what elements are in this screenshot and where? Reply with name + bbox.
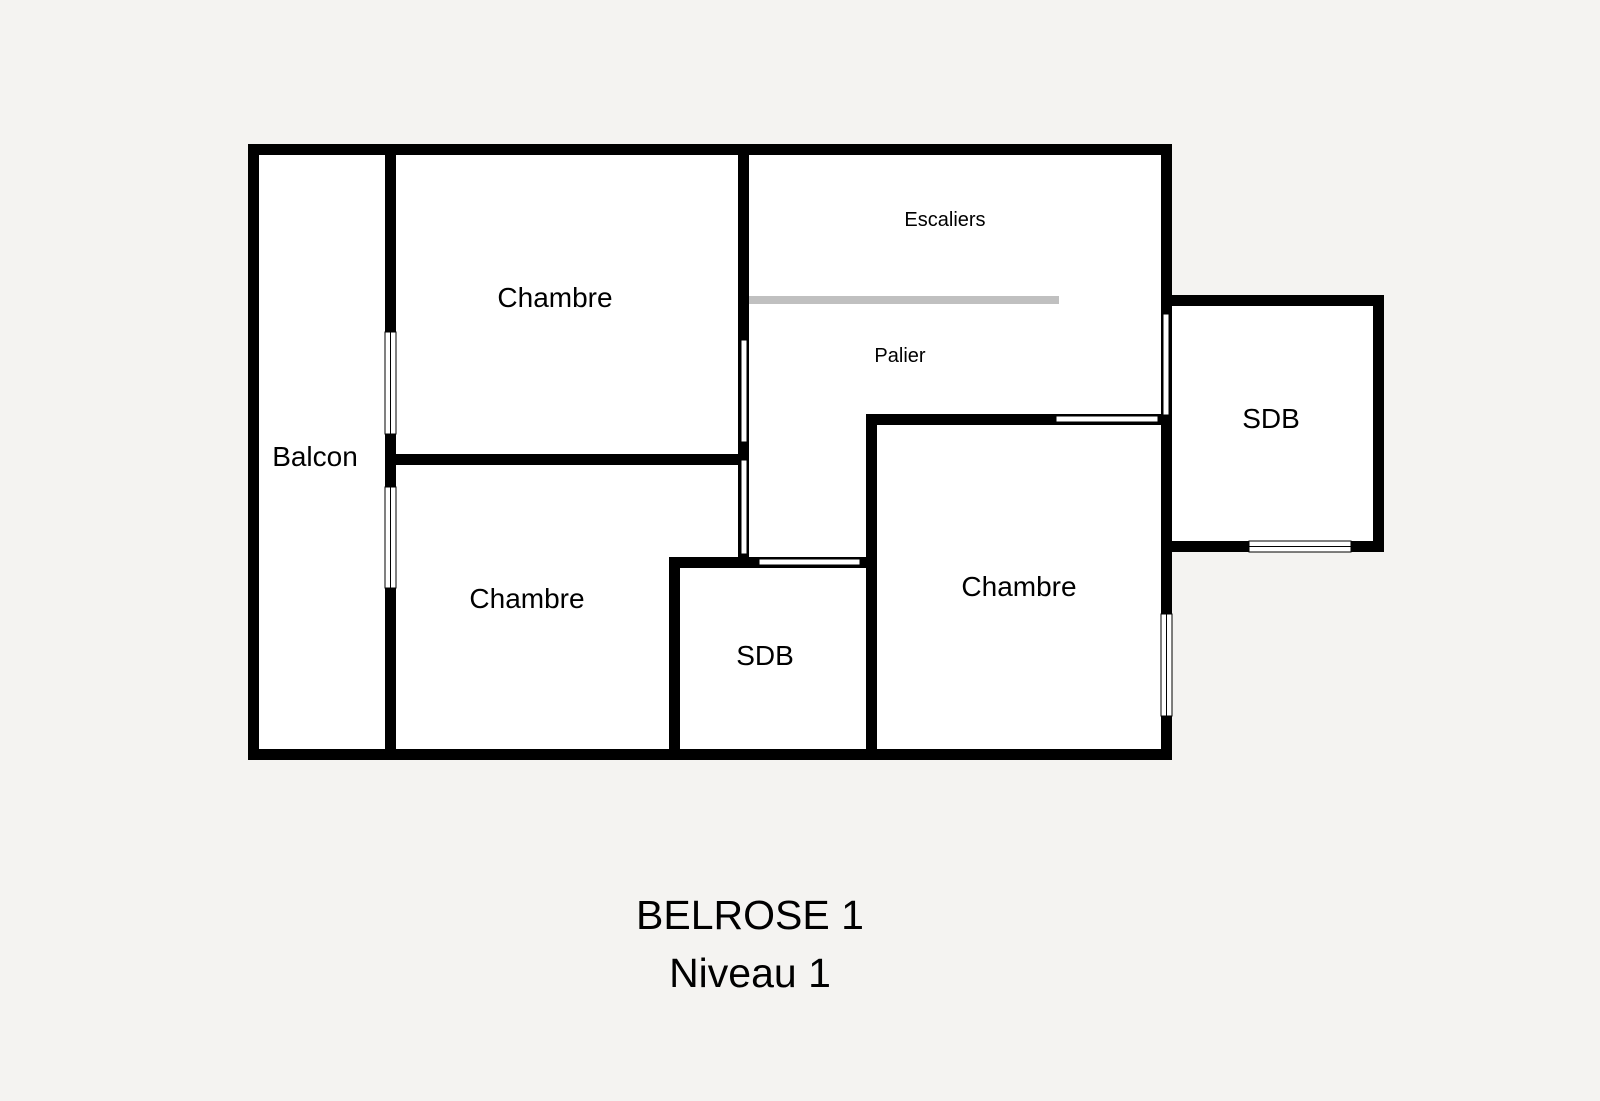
wall-top	[248, 144, 1172, 155]
stair-edge-line	[749, 296, 1059, 304]
room-label-sdb-right: SDB	[1242, 403, 1300, 434]
plan-title: BELROSE 1	[636, 892, 864, 938]
window-sdb-right	[1248, 540, 1352, 553]
wall-sdb-chambre	[866, 414, 877, 760]
wall-left	[248, 144, 259, 760]
wall-right	[1161, 144, 1172, 760]
window-balcon-bottom	[384, 486, 397, 589]
room-label-chambre-bottom: Chambre	[469, 583, 584, 614]
room-label-escaliers: Escaliers	[904, 209, 985, 231]
wall-chambre-right-top	[866, 414, 1172, 425]
door-sdb-small	[758, 558, 861, 566]
wall-balcon	[385, 144, 396, 760]
window-chambre-right	[1160, 613, 1173, 717]
room-label-palier: Palier	[874, 345, 925, 367]
window-balcon-top	[384, 331, 397, 435]
plan-level: Niveau 1	[669, 950, 831, 996]
wall-sdb-right-top	[1161, 295, 1384, 306]
room-label-chambre-top: Chambre	[497, 282, 612, 313]
room-label-chambre-right: Chambre	[961, 571, 1076, 602]
wall-between-chambres	[385, 454, 749, 465]
main-floor	[248, 144, 1172, 760]
door-sdb-right	[1162, 313, 1170, 416]
door-chambre-bottom	[740, 459, 748, 555]
sdb-right-floor	[1161, 295, 1384, 552]
wall-bottom	[248, 749, 1172, 760]
room-label-sdb-small: SDB	[736, 640, 794, 671]
door-chambre-top	[740, 339, 748, 443]
room-label-balcon: Balcon	[272, 441, 358, 472]
wall-sdb-left	[669, 557, 680, 760]
wall-sdb-right-side	[1373, 295, 1384, 552]
door-chambre-right	[1055, 415, 1159, 423]
